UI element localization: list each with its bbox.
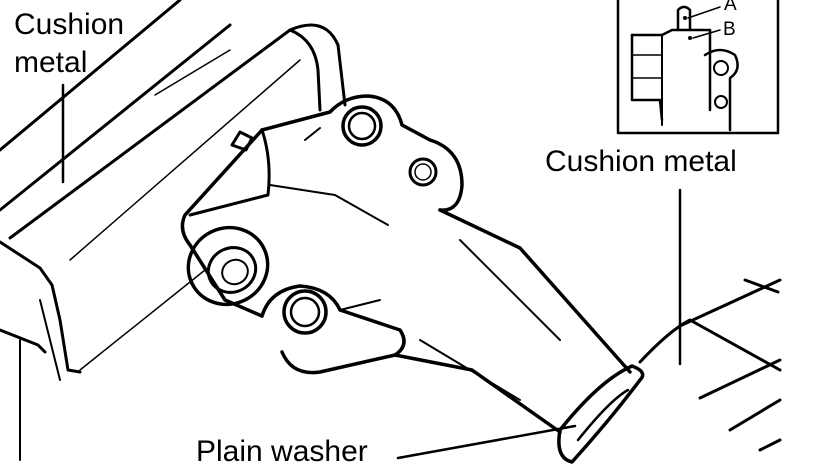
inset-detail-drawing	[616, 0, 780, 135]
bracket-assembly-drawing	[180, 94, 632, 434]
left-cushion-metal-drawing	[0, 0, 347, 461]
cushion-metal-left-label-line1: Cushion	[14, 8, 125, 41]
plain-washer-label: Plain washer	[196, 435, 368, 468]
leader-lines	[61, 83, 682, 460]
cushion-metal-left-label-line2: metal	[14, 46, 88, 79]
inset-point-a-label: A	[724, 0, 737, 15]
cushion-metal-right-label: Cushion metal	[545, 145, 737, 178]
inset-point-b-label: B	[723, 19, 736, 40]
right-cushion-metal-drawing	[557, 278, 782, 464]
